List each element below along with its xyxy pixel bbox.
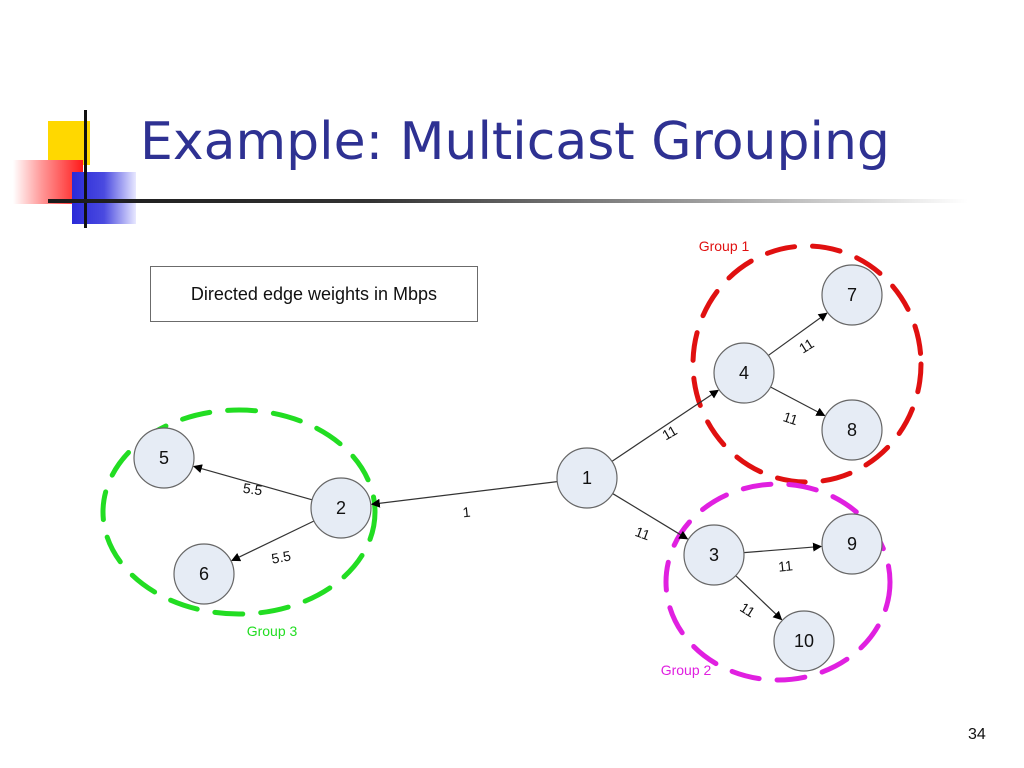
node-9: 9 (821, 513, 883, 575)
node-4-circle (713, 342, 775, 404)
node-8-label: 8 (847, 420, 857, 440)
edge-3-9 (743, 542, 822, 554)
group2-boundary (663, 481, 893, 683)
edge-weight-4-7: 11 (796, 335, 817, 356)
node-10: 10 (773, 610, 835, 672)
node-2-circle (310, 477, 372, 539)
edge-2-6 (231, 520, 315, 562)
node-2-label: 2 (336, 498, 346, 518)
page-number: 34 (968, 726, 986, 743)
node-5: 5 (133, 427, 195, 489)
node-6-circle (173, 543, 235, 605)
node-7: 7 (821, 264, 883, 326)
edge-1-4 (611, 389, 719, 462)
node-4-label: 4 (739, 363, 749, 383)
node-6-label: 6 (199, 564, 209, 584)
node-1: 1 (556, 447, 618, 509)
edge-weight-note: Directed edge weights in Mbps (150, 266, 478, 322)
node-7-circle (821, 264, 883, 326)
title-underline (48, 199, 968, 203)
group1-label: Group 1 (699, 238, 750, 254)
edge-1-3 (612, 493, 689, 540)
title-decoration-vertical-line (84, 110, 87, 228)
edge-weight-1-2: 1 (462, 504, 472, 521)
edge-weight-1-3: 11 (633, 523, 652, 543)
edge-3-10 (735, 575, 783, 621)
node-1-circle (556, 447, 618, 509)
node-3-circle (683, 524, 745, 586)
node-3-label: 3 (709, 545, 719, 565)
group3-label: Group 3 (247, 623, 298, 639)
node-8-circle (821, 399, 883, 461)
group2-label: Group 2 (661, 662, 712, 678)
nodes-layer: 1 2 3 4 5 6 7 8 9 10 (133, 264, 883, 672)
edge-weight-2-6: 5.5 (270, 547, 292, 566)
node-5-label: 5 (159, 448, 169, 468)
node-1-label: 1 (582, 468, 592, 488)
node-5-circle (133, 427, 195, 489)
edge-weight-note-text: Directed edge weights in Mbps (190, 283, 438, 304)
node-2: 2 (310, 477, 372, 539)
edge-4-8 (770, 386, 826, 417)
edge-weight-1-4: 11 (659, 422, 680, 443)
group1-boundary (690, 243, 924, 485)
edge-4-7 (767, 312, 828, 356)
node-10-label: 10 (794, 631, 814, 651)
edge-weight-4-8: 11 (781, 408, 800, 428)
node-4: 4 (713, 342, 775, 404)
edge-2-5 (192, 464, 313, 501)
edge-1-2 (370, 481, 558, 508)
edge-weight-2-5: 5.5 (242, 480, 264, 499)
node-10-circle (773, 610, 835, 672)
slide-title: Example: Multicast Grouping (140, 112, 890, 172)
node-9-label: 9 (847, 534, 857, 554)
node-7-label: 7 (847, 285, 857, 305)
title-decoration-blue-square (72, 172, 136, 224)
edge-weight-3-9: 11 (777, 557, 793, 574)
title-decoration-yellow-square (48, 121, 90, 165)
node-9-circle (821, 513, 883, 575)
title-decoration-red-square (13, 160, 83, 204)
node-6: 6 (173, 543, 235, 605)
groups-layer (100, 243, 924, 683)
node-3: 3 (683, 524, 745, 586)
group3-boundary (100, 407, 378, 617)
edge-weight-3-10: 11 (737, 599, 758, 620)
node-8: 8 (821, 399, 883, 461)
group-labels-layer: Group 1 Group 2 Group 3 (247, 238, 750, 678)
